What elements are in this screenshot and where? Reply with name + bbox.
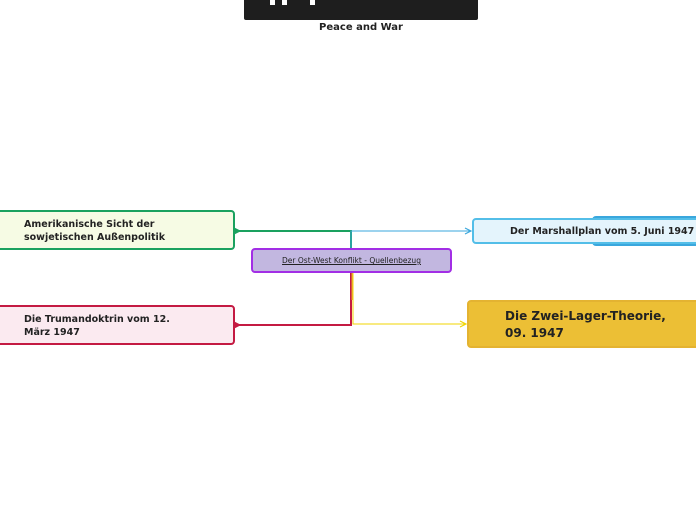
- central-topic-label: Der Ost-West Konflikt - Quellenbezug: [282, 256, 421, 265]
- node-amerikanische-sicht[interactable]: Amerikanische Sicht der sowjetischen Auß…: [0, 210, 235, 250]
- node-zwei-lager-theorie[interactable]: Die Zwei-Lager-Theorie, 09. 1947: [467, 300, 696, 348]
- top-banner: [244, 0, 478, 20]
- central-topic[interactable]: Der Ost-West Konflikt - Quellenbezug: [251, 248, 452, 273]
- node-label: Amerikanische Sicht der sowjetischen Auß…: [24, 219, 166, 243]
- banner-logo-icon: [270, 0, 275, 5]
- node-trumandoktrin[interactable]: Die Trumandoktrin vom 12. März 1947: [0, 305, 235, 345]
- connector-marshall: [350, 231, 471, 248]
- banner-logo-icon: [282, 0, 287, 5]
- node-label: Der Marshallplan vom 5. Juni 1947: [510, 226, 695, 237]
- connector-zweilager: [352, 273, 466, 324]
- node-label: Die Zwei-Lager-Theorie, 09. 1947: [505, 309, 666, 340]
- banner-caption: Peace and War: [319, 22, 403, 32]
- node-marshallplan[interactable]: Der Marshallplan vom 5. Juni 1947: [472, 218, 696, 244]
- node-label: Die Trumandoktrin vom 12. März 1947: [24, 314, 170, 338]
- connector-amerikanisch: [238, 231, 352, 248]
- connector-truman: [238, 273, 352, 325]
- banner-logo-icon: [310, 0, 315, 5]
